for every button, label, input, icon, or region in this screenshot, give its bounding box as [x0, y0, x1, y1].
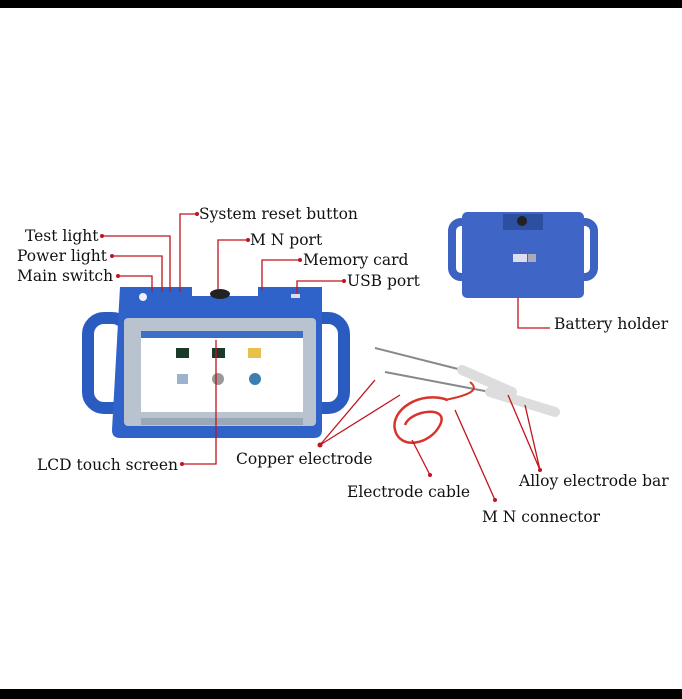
mn-port: [210, 289, 230, 299]
label-battery-holder: Battery holder: [554, 315, 669, 333]
label-main-switch: Main switch: [17, 267, 114, 285]
label-electrode-cable: Electrode cable: [347, 483, 471, 501]
main-switch-button: [139, 293, 147, 301]
label-memory-card: Memory card: [303, 251, 409, 269]
lcd-screen: [141, 331, 303, 412]
label-copper-electrode: Copper electrode: [236, 450, 373, 468]
label-system-reset-button: System reset button: [199, 205, 358, 223]
top-black-bar: [0, 0, 682, 8]
main-device: [82, 287, 350, 438]
label-lcd-touch-screen: LCD touch screen: [37, 456, 179, 474]
usb-port: [291, 294, 300, 298]
bottom-black-bar: [0, 689, 682, 699]
leader-lines: [102, 213, 550, 501]
label-usb-port: USB port: [347, 272, 420, 290]
label-alloy-electrode-bar: Alloy electrode bar: [519, 472, 669, 490]
battery-side-device: [448, 212, 598, 298]
label-power-light: Power light: [17, 247, 107, 265]
label-mn-connector: M N connector: [482, 508, 601, 526]
label-test-light: Test light: [25, 227, 99, 245]
electrode-cable: [393, 396, 449, 444]
label-mn-port: M N port: [250, 231, 323, 249]
electrodes: [374, 347, 560, 444]
